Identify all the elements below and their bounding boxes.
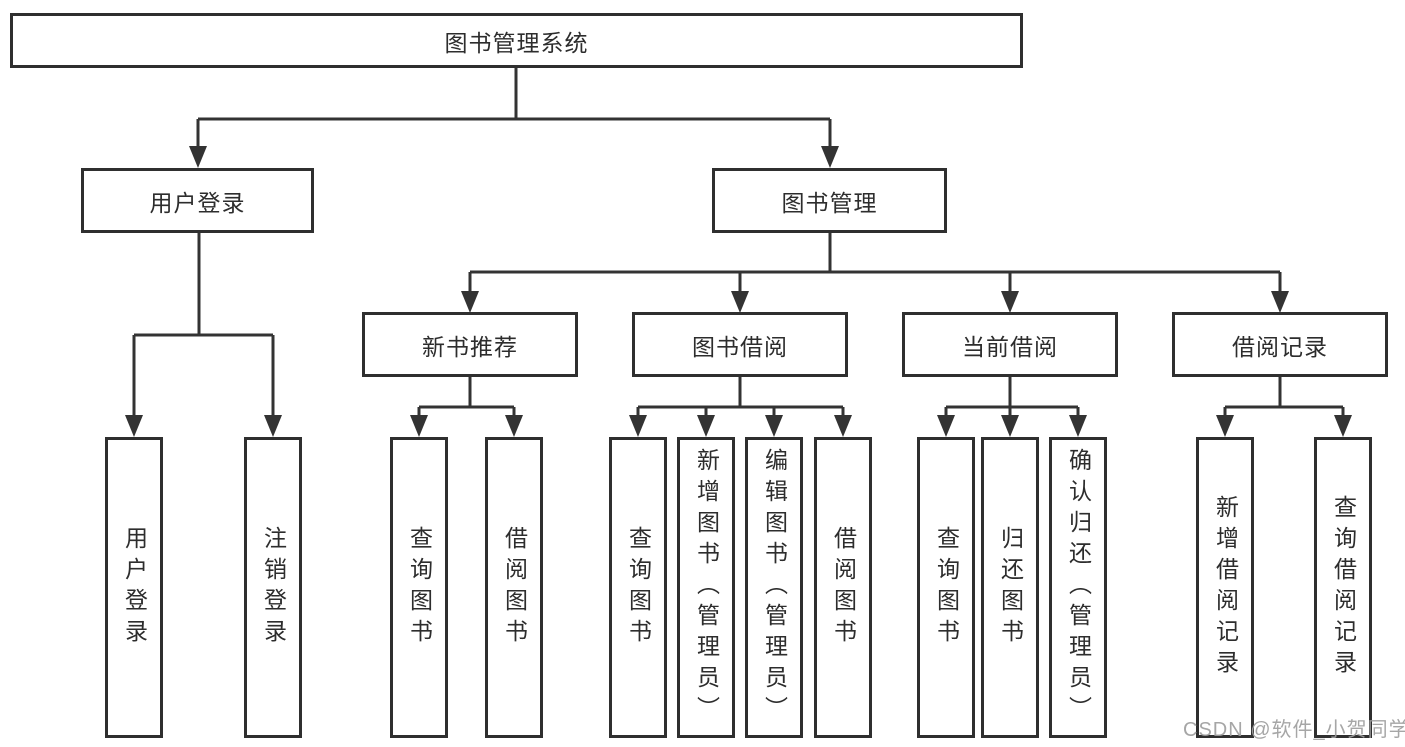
node-label: 图书管理系统: [444, 29, 589, 56]
node-label: 新书推荐: [422, 333, 518, 360]
node-leaf-query-books-2: 查询图书: [609, 437, 667, 738]
node-label: 确认归还（管理员）: [1065, 448, 1092, 727]
node-leaf-add-books-admin: 新增图书（管理员）: [677, 437, 735, 738]
node-label: 图书管理: [781, 189, 878, 216]
node-label: 注销登录: [260, 525, 287, 650]
csdn-watermark: CSDN @软件_小贺同学: [1183, 719, 1405, 741]
connector-root-branch: [196, 67, 832, 148]
node-label: 用户登录: [149, 189, 246, 216]
node-label: 新增借阅记录: [1212, 494, 1239, 681]
connector-user-login-branch: [132, 233, 275, 418]
node-leaf-logout: 注销登录: [244, 437, 302, 738]
node-book-management: 图书管理: [712, 168, 947, 233]
node-label: 图书借阅: [692, 333, 788, 360]
node-label: 借阅图书: [501, 525, 528, 650]
connector-book-borrow-branch: [636, 377, 845, 419]
node-current-borrowing: 当前借阅: [902, 312, 1118, 377]
node-label: 查询图书: [933, 525, 960, 650]
node-label: 借阅记录: [1232, 333, 1328, 360]
node-leaf-confirm-return-admin: 确认归还（管理员）: [1049, 437, 1107, 738]
node-leaf-borrow-books-1: 借阅图书: [485, 437, 543, 738]
connector-book-mgmt-branch: [468, 233, 1282, 294]
node-label: 用户登录: [121, 525, 148, 650]
node-leaf-query-borrow-record: 查询借阅记录: [1314, 437, 1372, 738]
node-leaf-query-books-1: 查询图书: [390, 437, 448, 738]
node-label: 查询图书: [625, 525, 652, 650]
node-label: 归还图书: [997, 525, 1024, 650]
node-leaf-add-borrow-record: 新增借阅记录: [1196, 437, 1254, 738]
connector-current-borrow-branch: [944, 377, 1080, 419]
node-user-login: 用户登录: [81, 168, 314, 233]
node-leaf-query-books-3: 查询图书: [917, 437, 975, 738]
node-leaf-user-login: 用户登录: [105, 437, 163, 738]
node-leaf-return-books: 归还图书: [981, 437, 1039, 738]
node-leaf-edit-books-admin: 编辑图书（管理员）: [745, 437, 803, 738]
node-root-library-system: 图书管理系统: [10, 13, 1023, 68]
node-new-book-recommend: 新书推荐: [362, 312, 578, 377]
node-borrowing-records: 借阅记录: [1172, 312, 1388, 377]
connector-new-books-branch: [417, 377, 516, 419]
node-leaf-borrow-books-2: 借阅图书: [814, 437, 872, 738]
node-label: 新增图书（管理员）: [693, 448, 720, 727]
node-book-borrowing: 图书借阅: [632, 312, 848, 377]
node-label: 查询图书: [406, 525, 433, 650]
node-label: 当前借阅: [962, 333, 1058, 360]
node-label: 编辑图书（管理员）: [761, 448, 788, 727]
node-label: 借阅图书: [830, 525, 857, 650]
arrowheads: [125, 146, 1352, 437]
node-label: 查询借阅记录: [1330, 494, 1357, 681]
connector-borrow-records-branch: [1223, 377, 1345, 419]
